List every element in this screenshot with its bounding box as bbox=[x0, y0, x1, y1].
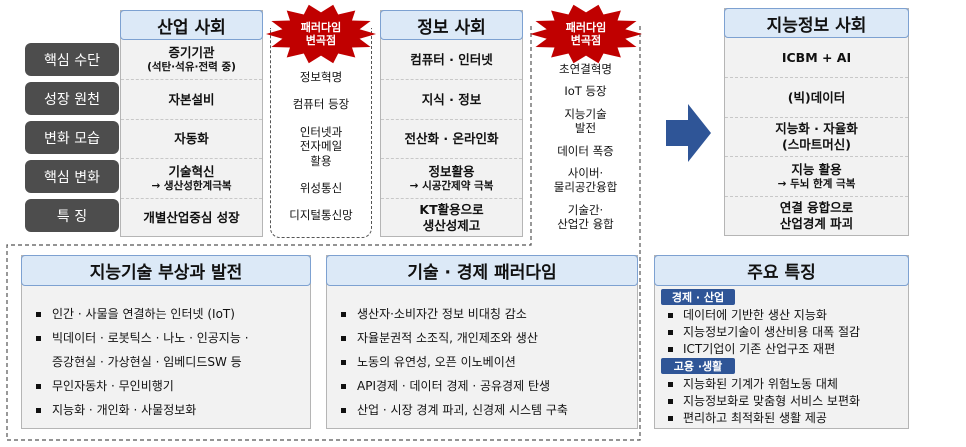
cell-text: KT활용으로 생산성제고 bbox=[419, 202, 484, 233]
category-tag: 고용 ·생활 bbox=[661, 358, 735, 374]
cell: ICBM + AI bbox=[725, 38, 908, 77]
shift-item: 인터넷과 전자메일 활용 bbox=[299, 124, 343, 168]
right-arrow-icon bbox=[666, 104, 711, 162]
list-item: 산업 · 시장 경계 파괴, 신경제 시스템 구축 bbox=[327, 398, 637, 422]
list-item: 노동의 유연성, 오픈 이노베이션 bbox=[327, 350, 637, 374]
shift-item: 데이터 폭증 bbox=[557, 143, 614, 158]
cell: 기술혁신→ 생산성한계극복 bbox=[121, 158, 262, 197]
column-header: 지능정보 사회 bbox=[724, 8, 909, 38]
row-label: 변화 모습 bbox=[25, 121, 119, 154]
row-label: 핵심 변화 bbox=[25, 160, 119, 193]
cell: 지능 활용→ 두뇌 한계 극복 bbox=[725, 156, 908, 195]
cell: (빅)데이터 bbox=[725, 77, 908, 116]
cell-text: 증기기관 bbox=[168, 45, 215, 61]
list-item: 증강현실 · 가상현실 · 임베디드SW 등 bbox=[52, 355, 242, 369]
cell: 지식 · 정보 bbox=[381, 79, 522, 118]
paradigm-shift-badge-2: 패러다임 변곡점 bbox=[530, 4, 642, 64]
column-header: 정보 사회 bbox=[380, 10, 523, 40]
cell: KT활용으로 생산성제고 bbox=[381, 197, 522, 237]
list-item: 지능정보화로 맞춤형 서비스 보편화 bbox=[655, 393, 908, 410]
cell: 증기기관(석탄·석유·전력 중) bbox=[121, 40, 262, 79]
box-header: 기술 · 경제 패러다임 bbox=[326, 255, 638, 286]
row-label: 특 징 bbox=[25, 199, 119, 232]
cell-text: 지능화 · 자율화 (스마트머신) bbox=[775, 121, 858, 152]
shift-item: 디지털통신망 bbox=[289, 208, 353, 223]
cell-text: (빅)데이터 bbox=[787, 89, 846, 105]
cell: 컴퓨터 · 인터넷 bbox=[381, 40, 522, 79]
list-item: 지능정보기술이 생산비용 대폭 절감 bbox=[655, 324, 908, 341]
cell-text: 기술혁신 bbox=[168, 164, 215, 179]
cell: 개별산업중심 성장 bbox=[121, 197, 262, 237]
paradigm-shift-badge-1: 패러다임 변곡점 bbox=[266, 4, 376, 64]
cell-subtext: → 생산성한계극복 bbox=[151, 179, 232, 192]
cell-text: 개별산업중심 성장 bbox=[143, 209, 240, 225]
cell-text: 지능 활용 bbox=[791, 162, 842, 177]
cell-text: 지식 · 정보 bbox=[421, 91, 482, 107]
cell: 지능화 · 자율화 (스마트머신) bbox=[725, 116, 908, 156]
cell: 자동화 bbox=[121, 118, 262, 158]
cell-subtext: → 두뇌 한계 극복 bbox=[777, 177, 856, 190]
cell-text: 자동화 bbox=[174, 131, 209, 147]
cell-text: 정보활용 bbox=[428, 164, 475, 179]
list-item: 지능화 · 개인화 · 사물정보화 bbox=[22, 398, 310, 422]
shift-item: 위성통신 bbox=[299, 180, 343, 195]
shift-item: IoT 등장 bbox=[564, 84, 607, 99]
cell: 자본설비 bbox=[121, 79, 262, 118]
row-label: 성장 원천 bbox=[25, 82, 119, 115]
column-header: 산업 사회 bbox=[120, 10, 263, 40]
cell-subtext: → 시공간제약 극복 bbox=[409, 179, 494, 192]
list-item: 생산자·소비자간 정보 비대칭 감소 bbox=[327, 302, 637, 326]
list-item: API경제 · 데이터 경제 · 공유경제 탄생 bbox=[327, 374, 637, 398]
cell-subtext: (석탄·석유·전력 중) bbox=[147, 60, 236, 73]
cell-text: 전산화 · 온라인화 bbox=[404, 131, 499, 147]
cell-text: 컴퓨터 · 인터넷 bbox=[410, 51, 493, 67]
cell-text: 연결 융합으로 산업경계 파괴 bbox=[779, 200, 854, 231]
box-header: 지능기술 부상과 발전 bbox=[21, 255, 311, 286]
cell: 정보활용→ 시공간제약 극복 bbox=[381, 158, 522, 197]
shift-item: 기술간· 산업간 융합 bbox=[557, 202, 614, 231]
box-header: 주요 특징 bbox=[654, 255, 909, 286]
cell-text: 자본설비 bbox=[168, 91, 215, 107]
category-tag: 경제 · 산업 bbox=[661, 289, 735, 305]
cell-text: ICBM + AI bbox=[781, 49, 852, 65]
tech-rise-box: 지능기술 부상과 발전 인간 · 사물을 연결하는 인터넷 (IoT)빅데이터 … bbox=[21, 255, 311, 429]
cell: 연결 융합으로 산업경계 파괴 bbox=[725, 195, 908, 235]
shift-item: 정보혁명 bbox=[299, 70, 343, 84]
starburst-icon bbox=[266, 4, 376, 64]
list-item: 데이터에 기반한 생산 지능화 bbox=[655, 307, 908, 324]
list-item: 편리하고 최적화된 생활 제공 bbox=[655, 410, 908, 427]
shift-item: 지능기술 발전 bbox=[564, 106, 607, 136]
shift-item: 초연결혁명 bbox=[559, 62, 612, 76]
cell: 전산화 · 온라인화 bbox=[381, 118, 522, 158]
shift-item: 사이버· 물리공간융합 bbox=[553, 165, 618, 195]
list-item: 인간 · 사물을 연결하는 인터넷 (IoT) bbox=[22, 302, 310, 326]
list-item: 지능화된 기계가 위험노동 대체 bbox=[655, 376, 908, 393]
starburst-icon bbox=[530, 4, 642, 64]
list-item: 무인자동차 · 무인비행기 bbox=[22, 374, 310, 398]
list-item: ICT기업이 기존 산업구조 재편 bbox=[655, 341, 908, 358]
list-item: 빅데이터 · 로봇틱스 · 나노 · 인공지능 · bbox=[22, 326, 310, 350]
shift-item: 컴퓨터 등장 bbox=[292, 97, 350, 112]
list-item: 자율분권적 소조직, 개인제조와 생산 bbox=[327, 326, 637, 350]
row-label: 핵심 수단 bbox=[25, 43, 119, 76]
